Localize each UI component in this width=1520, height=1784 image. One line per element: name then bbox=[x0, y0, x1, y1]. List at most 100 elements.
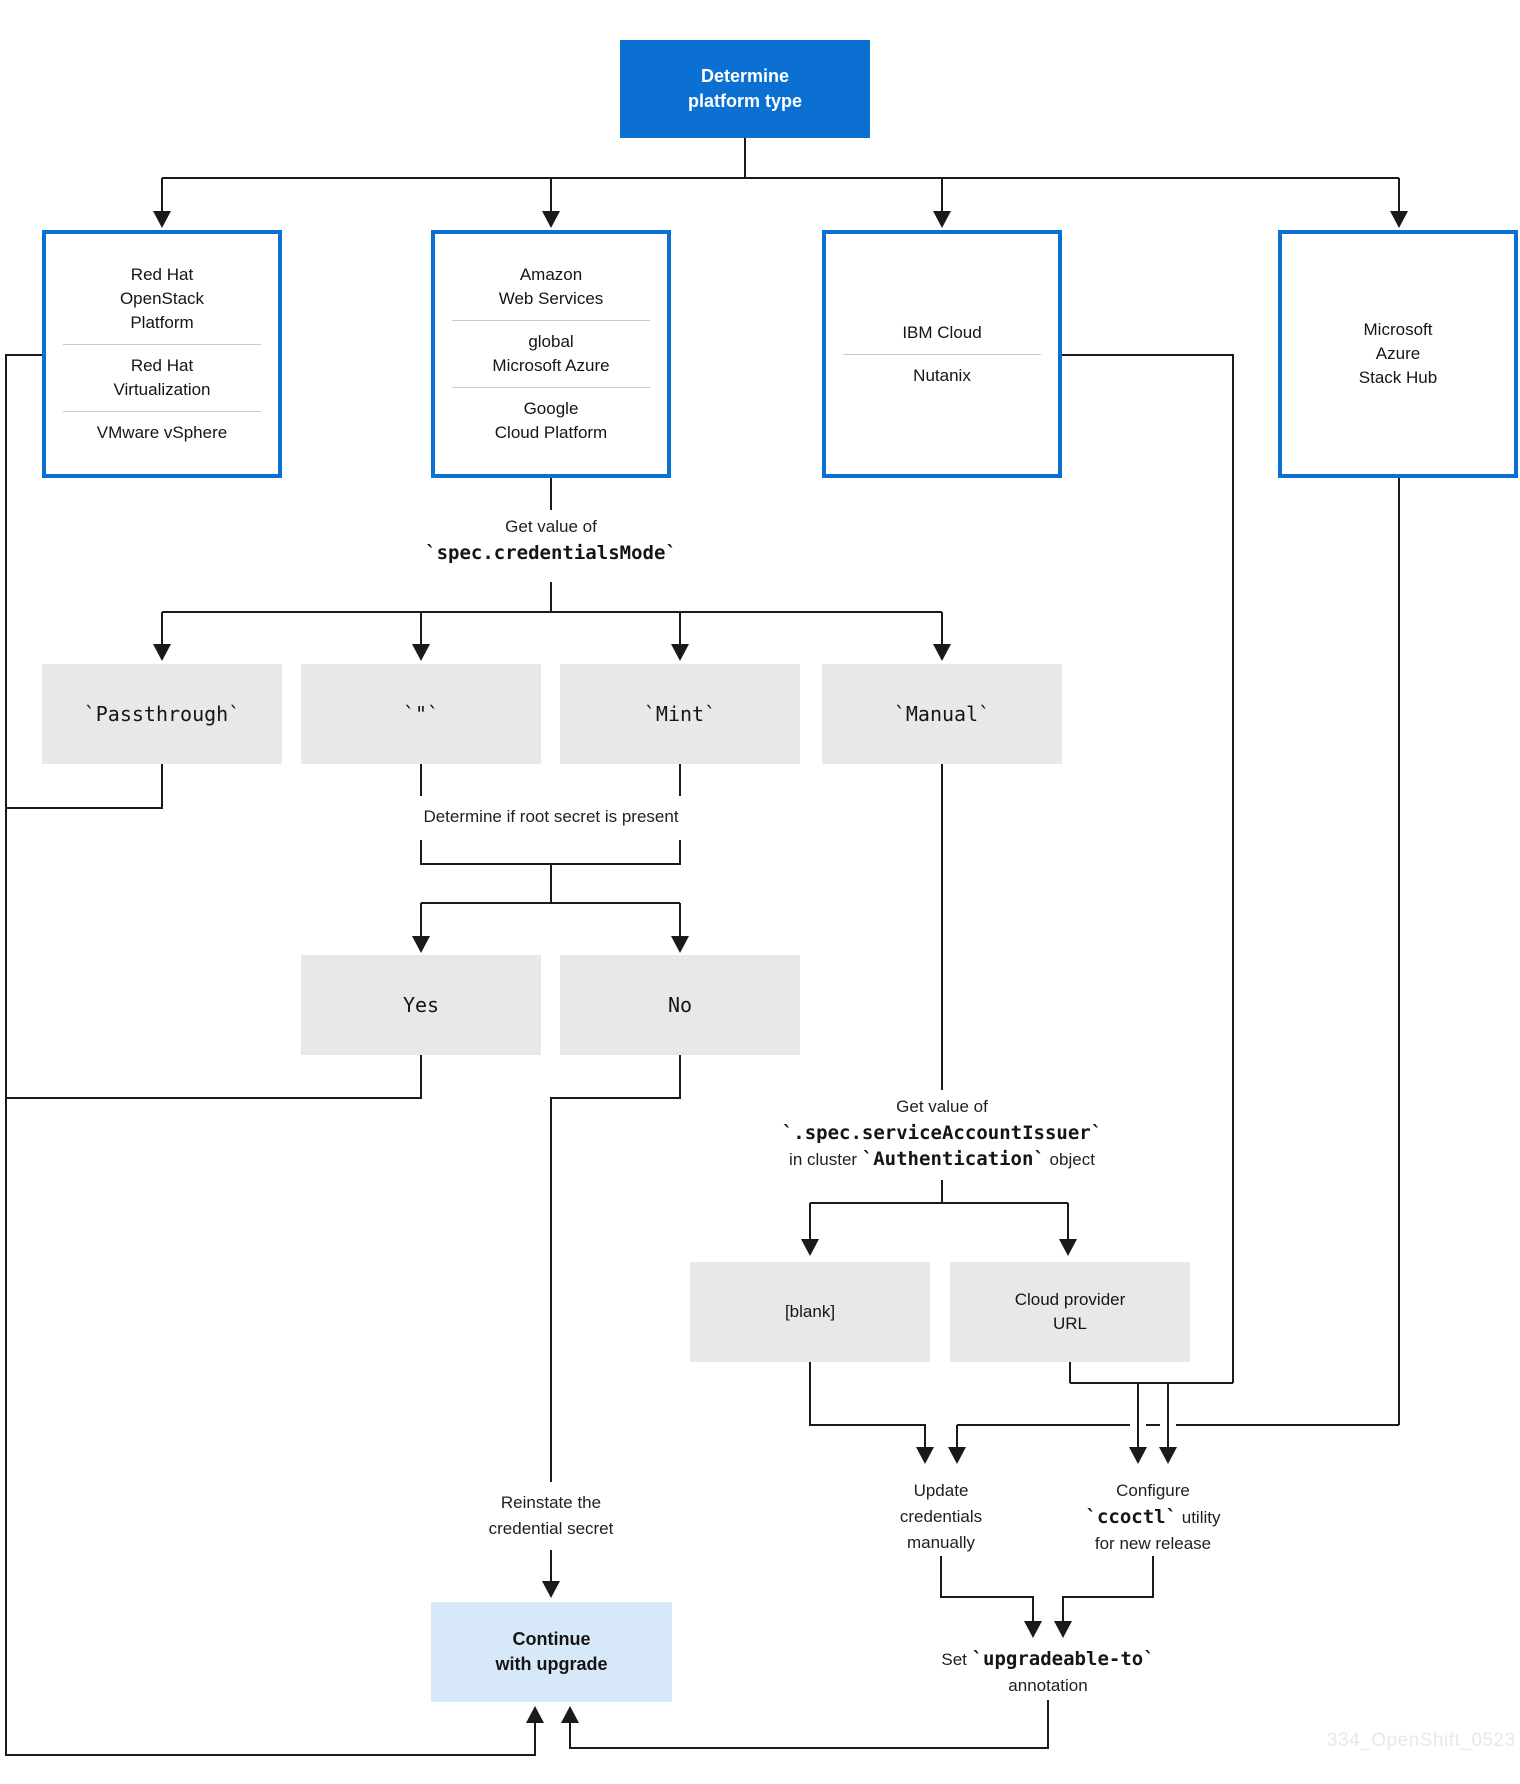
arrowhead bbox=[1054, 1621, 1072, 1638]
code-upgradeable-to: `upgradeable-to` bbox=[971, 1648, 1155, 1670]
platform-label: VMware vSphere bbox=[96, 423, 228, 442]
arrowhead bbox=[801, 1239, 819, 1256]
code-spec-credentialsmode: `spec.credentialsMode` bbox=[425, 542, 677, 564]
platform-label: IBM Cloud bbox=[902, 322, 982, 342]
node-continue-with-upgrade: Continue with upgrade bbox=[431, 1602, 672, 1702]
arrowhead bbox=[671, 936, 689, 953]
divider bbox=[843, 353, 1041, 355]
arrowhead bbox=[1390, 211, 1408, 228]
arrowhead bbox=[526, 1706, 544, 1723]
node-mode-passthrough: `Passthrough` bbox=[42, 664, 282, 764]
label-in-cluster-authentication: in cluster `Authentication` object bbox=[782, 1146, 1102, 1173]
text-for-new-release: for new release bbox=[1094, 1534, 1212, 1553]
edge-set-to-continue bbox=[569, 1700, 1049, 1749]
text-utility: utility bbox=[1177, 1508, 1221, 1527]
node-platform-azure-stack-hub: Microsoft Azure Stack Hub bbox=[1278, 230, 1518, 478]
configure-ccoctl-line: `ccoctl` utility bbox=[1086, 1504, 1221, 1531]
text-annotation: annotation bbox=[1008, 1676, 1088, 1695]
arrowhead bbox=[153, 211, 171, 228]
arrowhead bbox=[671, 644, 689, 661]
node-issuer-blank: [blank] bbox=[690, 1262, 930, 1362]
node-platform-ibm-nutanix: IBM Cloud Nutanix bbox=[822, 230, 1062, 478]
edge-passthrough-to-rail bbox=[6, 764, 163, 809]
node-platform-openstack-rhv-vsphere: Red Hat OpenStack Platform Red Hat Virtu… bbox=[42, 230, 282, 478]
arrowhead bbox=[1129, 1447, 1147, 1464]
node-mode-manual: `Manual` bbox=[822, 664, 1062, 764]
node-issuer-cloud-provider-url: Cloud provider URL bbox=[950, 1262, 1190, 1362]
platform-label: Amazon Web Services bbox=[498, 265, 604, 308]
edge-blank-to-update bbox=[809, 1362, 926, 1449]
platform-label: Microsoft Azure Stack Hub bbox=[1358, 320, 1438, 387]
edge-ibm-cloudurl-to-configure bbox=[1062, 354, 1234, 1449]
mode-label: `Mint` bbox=[643, 702, 717, 726]
edge-update-to-set bbox=[940, 1556, 1034, 1623]
text-object: object bbox=[1044, 1150, 1095, 1169]
edge-title-to-platforms bbox=[161, 138, 1400, 213]
blank-label: [blank] bbox=[784, 1302, 836, 1321]
arrowhead bbox=[542, 1581, 560, 1598]
arrowhead bbox=[933, 644, 951, 661]
yes-label: Yes bbox=[402, 993, 440, 1017]
arrowhead bbox=[1059, 1239, 1077, 1256]
label-get-service-account-issuer: Get value of `.spec.serviceAccountIssuer… bbox=[782, 1094, 1102, 1173]
edge-no-to-reinstate bbox=[550, 1055, 681, 1583]
arrowhead bbox=[916, 1447, 934, 1464]
node-mode-mint: `Mint` bbox=[560, 664, 800, 764]
divider bbox=[63, 411, 261, 412]
arrowhead bbox=[412, 936, 430, 953]
edge-configure-to-set bbox=[1062, 1556, 1154, 1623]
update-credentials-text: Update credentials manually bbox=[899, 1481, 983, 1552]
code-spec-serviceaccountissuer: `.spec.serviceAccountIssuer` bbox=[781, 1122, 1103, 1144]
code-ccoctl: `ccoctl` bbox=[1085, 1506, 1178, 1528]
text-in-cluster: in cluster bbox=[789, 1150, 862, 1169]
arrowhead bbox=[561, 1706, 579, 1723]
edge-credentialsmode-split bbox=[161, 478, 943, 646]
arrowhead bbox=[1159, 1447, 1177, 1464]
arrowhead bbox=[1024, 1621, 1042, 1638]
label-root-secret-prompt: Determine if root secret is present bbox=[423, 804, 678, 830]
mode-label: `"` bbox=[402, 702, 440, 726]
arrowhead bbox=[948, 1447, 966, 1464]
text-set: Set bbox=[941, 1650, 972, 1669]
platform-label: Google Cloud Platform bbox=[494, 399, 608, 442]
arrowhead bbox=[412, 644, 430, 661]
divider bbox=[63, 344, 261, 345]
configure-text: Configure bbox=[1116, 1481, 1190, 1500]
label-configure-ccoctl: Configure `ccoctl` utility for new relea… bbox=[1086, 1478, 1221, 1557]
edge-manual-to-issuer-split bbox=[809, 764, 1069, 1241]
edge-azurestackhub-to-update bbox=[956, 478, 1400, 1449]
mode-label: `Manual` bbox=[893, 702, 991, 726]
edge-yes-to-rail bbox=[6, 1055, 422, 1099]
label-get-credentials-mode: Get value of `spec.credentialsMode` bbox=[425, 514, 677, 566]
no-label: No bbox=[667, 993, 693, 1017]
label-get-value-of: Get value of bbox=[505, 517, 597, 536]
code-authentication: `Authentication` bbox=[861, 1148, 1045, 1170]
label-get-value-of: Get value of bbox=[896, 1097, 988, 1116]
label-reinstate-credential-secret: Reinstate the credential secret bbox=[489, 1490, 614, 1542]
mode-label: `Passthrough` bbox=[83, 702, 241, 726]
reinstate-text: Reinstate the credential secret bbox=[488, 1493, 614, 1538]
arrowhead bbox=[542, 211, 560, 228]
platform-label: global Microsoft Azure bbox=[492, 332, 610, 375]
node-mode-empty-string: `"` bbox=[301, 664, 541, 764]
divider bbox=[452, 320, 650, 321]
platform-label: Red Hat Virtualization bbox=[113, 356, 211, 399]
platform-label: Nutanix bbox=[913, 365, 971, 385]
set-upgradeable-line: Set `upgradeable-to` bbox=[941, 1646, 1154, 1673]
divider bbox=[452, 387, 650, 388]
node-root-secret-yes: Yes bbox=[301, 955, 541, 1055]
label-root-secret-text: Determine if root secret is present bbox=[423, 807, 679, 826]
watermark-text: 334_OpenShift_0523 bbox=[1327, 1730, 1516, 1751]
arrowhead bbox=[153, 644, 171, 661]
label-set-upgradeable-to: Set `upgradeable-to` annotation bbox=[941, 1646, 1154, 1699]
edge-rootsecret-split bbox=[420, 764, 681, 938]
node-root-secret-no: No bbox=[560, 955, 800, 1055]
edge-left-rail bbox=[5, 354, 536, 1756]
arrowhead bbox=[933, 211, 951, 228]
node-determine-platform-type: Determine platform type bbox=[620, 40, 870, 138]
platform-label: Red Hat OpenStack Platform bbox=[119, 265, 205, 332]
cloud-provider-url-label: Cloud provider URL bbox=[1014, 1290, 1126, 1333]
label-update-credentials-manually: Update credentials manually bbox=[900, 1478, 982, 1556]
